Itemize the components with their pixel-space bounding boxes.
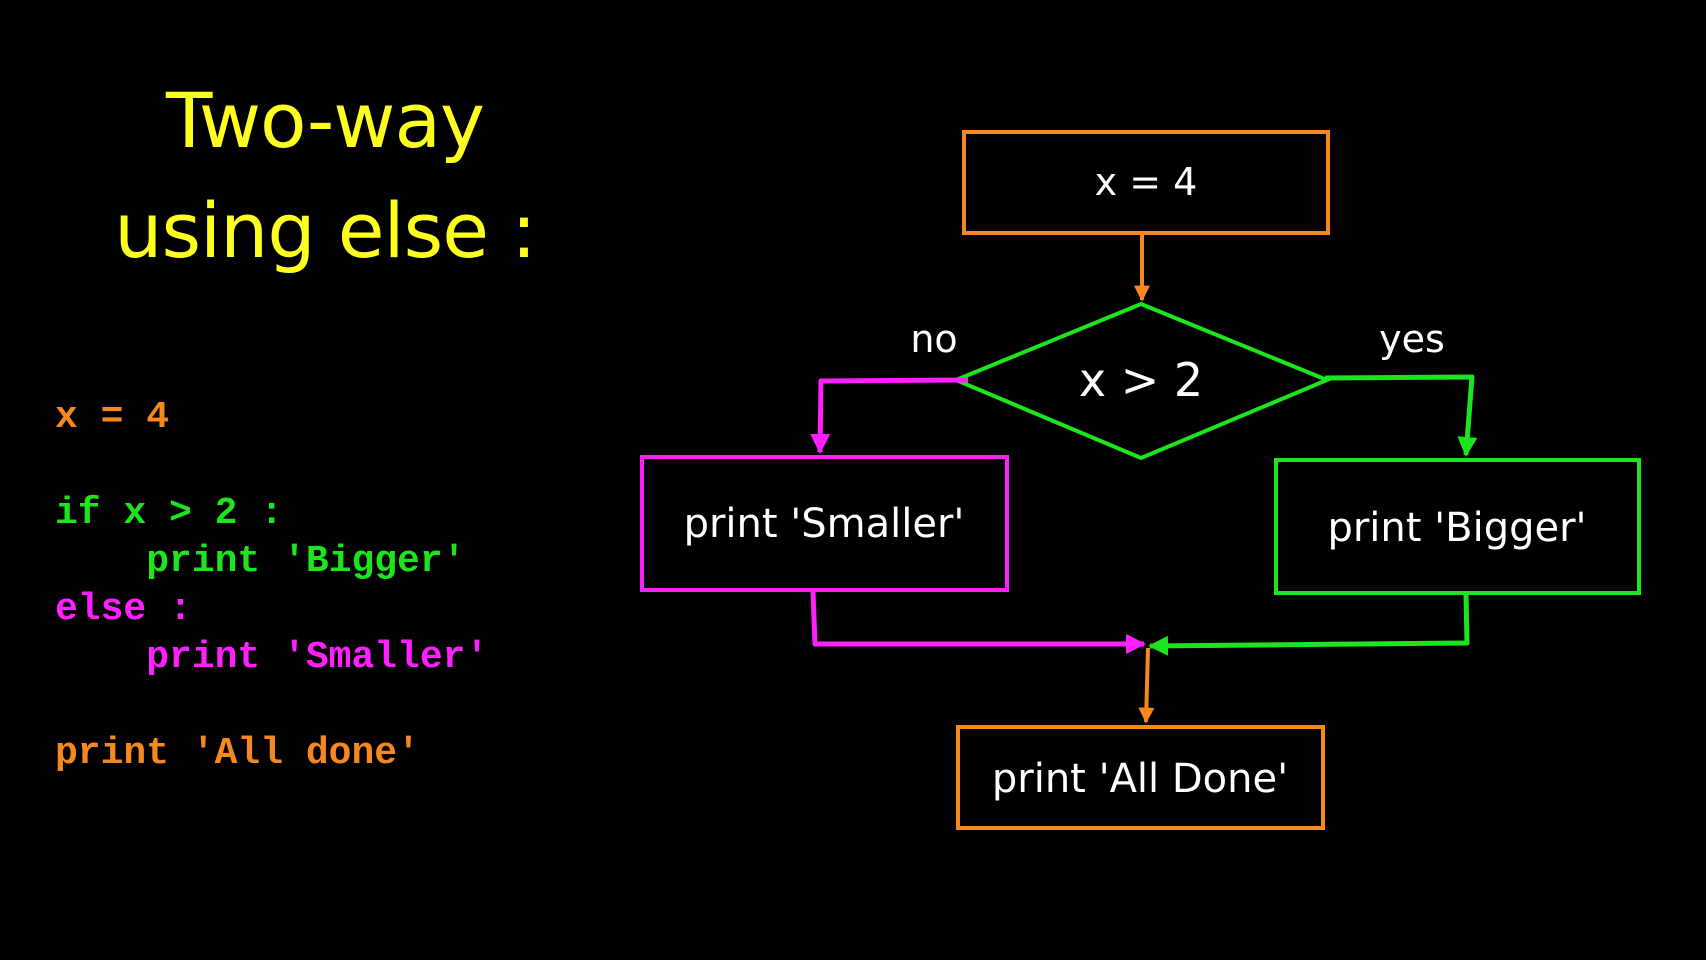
- code-line-print-bigger: print 'Bigger': [55, 540, 466, 583]
- arrow-smaller-to-merge: [810, 591, 1146, 654]
- smaller-box: [640, 455, 1009, 592]
- decision-label: x > 2: [1079, 353, 1203, 407]
- code-line-print-smaller: print 'Smaller': [55, 636, 489, 679]
- done-box: [956, 725, 1325, 830]
- arrow-merge-to-done: [1138, 647, 1155, 724]
- code-line-assign: x = 4: [55, 396, 170, 439]
- smaller-box-label: print 'Smaller': [684, 501, 965, 547]
- code-line-else: else :: [55, 588, 192, 631]
- slide-title: Two-way using else :: [60, 66, 590, 286]
- yes-label: yes: [1379, 317, 1445, 361]
- code-listing: x = 4 if x > 2 : print 'Bigger' else : p…: [55, 394, 488, 778]
- arrow-no-branch: [810, 377, 969, 454]
- assign-box-label: x = 4: [1095, 160, 1198, 204]
- slide-title-line-2: using else :: [114, 186, 536, 275]
- arrow-bigger-to-merge: [1148, 592, 1470, 656]
- slide-title-line-1: Two-way: [165, 76, 485, 165]
- code-line-print-all-done: print 'All done': [55, 732, 420, 775]
- code-line-if: if x > 2 :: [55, 492, 284, 535]
- arrow-yes-branch: [1324, 374, 1478, 457]
- no-label: no: [910, 317, 957, 361]
- bigger-box: [1274, 458, 1641, 595]
- decision-diamond: [950, 301, 1333, 461]
- done-box-label: print 'All Done': [992, 756, 1288, 802]
- assign-box: [962, 130, 1330, 235]
- bigger-box-label: print 'Bigger': [1327, 505, 1586, 551]
